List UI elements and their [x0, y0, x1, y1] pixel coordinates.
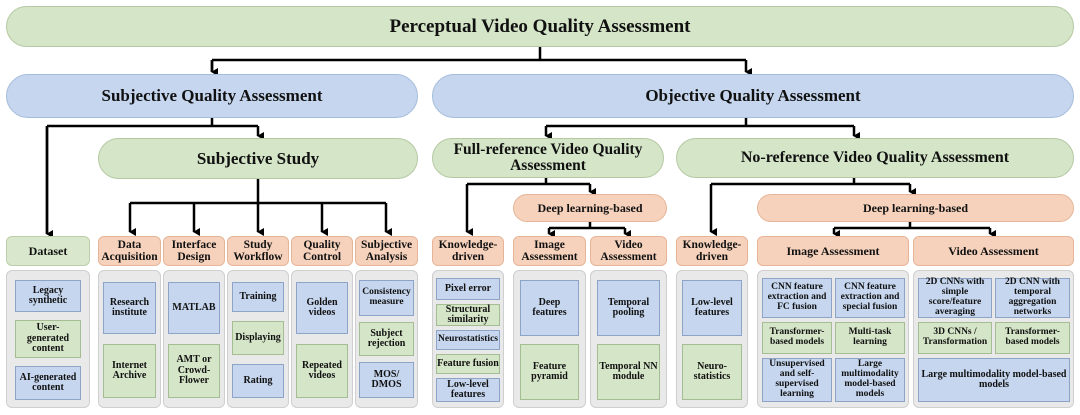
category-header-interface-design: Interface Design	[163, 236, 225, 266]
data-acquisition-item-research-institute: Research institute	[103, 282, 156, 334]
quality-control-item-golden-videos: Golden videos	[296, 282, 348, 334]
nr-image-item-cnn-fc-fusion: CNN feature extraction and FC fusion	[762, 278, 832, 318]
dataset-header: Dataset	[6, 236, 90, 266]
nr-knowledge-item-low-level: Low-level features	[682, 280, 742, 336]
subjective-study-node: Subjective Study	[98, 138, 418, 179]
fr-knowledge-item-pixel-error: Pixel error	[436, 278, 500, 300]
nr-image-item-cnn-special-fusion: CNN feature extraction and special fusio…	[835, 278, 905, 318]
subjective-quality-node: Subjective Quality Assessment	[6, 74, 418, 118]
study-workflow-item-training: Training	[232, 282, 284, 312]
fr-video-item-temporal-pooling: Temporal pooling	[597, 280, 660, 336]
fr-image-item-feature-pyramid: Feature pyramid	[520, 344, 579, 400]
subjective-analysis-item-rejection: Subject rejection	[359, 322, 414, 356]
dataset-item-ai-generated: AI-generated content	[15, 366, 81, 400]
nr-knowledge-header: Knowledge-driven	[676, 236, 748, 266]
study-workflow-item-displaying: Displaying	[232, 321, 284, 355]
dataset-item-user-generated: User-generated content	[15, 320, 81, 358]
nr-video-item-transformer: Transformer-based models	[995, 322, 1070, 354]
objective-quality-node: Objective Quality Assessment	[432, 74, 1074, 118]
nr-video-item-2d-cnn-averaging: 2D CNNs with simple score/feature averag…	[918, 277, 992, 318]
fr-video-item-temporal-nn: Temporal NN module	[597, 344, 660, 400]
root-node: Perceptual Video Quality Assessment	[6, 6, 1074, 47]
fr-knowledge-item-neurostatistics: Neurostatistics	[436, 330, 500, 350]
fr-image-header: Image Assessment	[513, 236, 586, 266]
fr-image-item-deep-features: Deep features	[520, 280, 579, 336]
nr-image-item-large-multimodality: Large multimodality model-based models	[835, 358, 905, 402]
category-header-study-workflow: Study Workflow	[227, 236, 289, 266]
fr-knowledge-header: Knowledge-driven	[432, 236, 504, 266]
interface-design-item-amt: AMT or Crowd-Flower	[168, 344, 220, 398]
no-reference-node: No-reference Video Quality Assessment	[676, 138, 1074, 178]
fr-deep-learning-node: Deep learning-based	[513, 194, 667, 222]
nr-image-item-multi-task: Multi-task learning	[835, 322, 905, 354]
nr-video-item-3d-cnn: 3D CNNs / Transformation	[918, 322, 992, 354]
data-acquisition-item-internet-archive: Internet Archive	[103, 344, 156, 398]
nr-image-item-transformer: Transformer-based models	[762, 322, 832, 354]
category-header-quality-control: Quality Control	[291, 236, 353, 266]
category-header-data-acquisition: Data Acquisition	[98, 236, 161, 266]
fr-knowledge-item-structural-similarity: Structural similarity	[436, 304, 500, 326]
nr-video-header: Video Assessment	[913, 236, 1074, 266]
subjective-analysis-item-consistency: Consistency measure	[359, 280, 414, 316]
fr-knowledge-item-low-level: Low-level features	[436, 378, 500, 402]
nr-video-item-2d-cnn-temporal: 2D CNN with temporal aggregation network…	[995, 277, 1070, 318]
fr-video-header: Video Assessment	[590, 236, 667, 266]
fr-knowledge-item-feature-fusion: Feature fusion	[436, 354, 500, 374]
nr-image-item-unsupervised: Unsupervised and self-supervised learnin…	[762, 358, 832, 402]
nr-image-header: Image Assessment	[757, 236, 909, 266]
study-workflow-item-rating: Rating	[232, 364, 284, 398]
nr-knowledge-item-neuro-statistics: Neuro-statistics	[682, 344, 742, 400]
nr-deep-learning-node: Deep learning-based	[757, 194, 1074, 222]
full-reference-node: Full-reference Video Quality Assessment	[432, 138, 664, 178]
quality-control-item-repeated-videos: Repeated videos	[296, 344, 348, 398]
category-header-subjective-analysis: Subjective Analysis	[355, 236, 418, 266]
nr-video-item-large-multimodality: Large multimodality model-based models	[918, 358, 1070, 402]
interface-design-item-matlab: MATLAB	[168, 282, 220, 334]
dataset-item-legacy-synthetic: Legacy synthetic	[15, 280, 81, 312]
subjective-analysis-item-mos: MOS/ DMOS	[359, 362, 414, 398]
